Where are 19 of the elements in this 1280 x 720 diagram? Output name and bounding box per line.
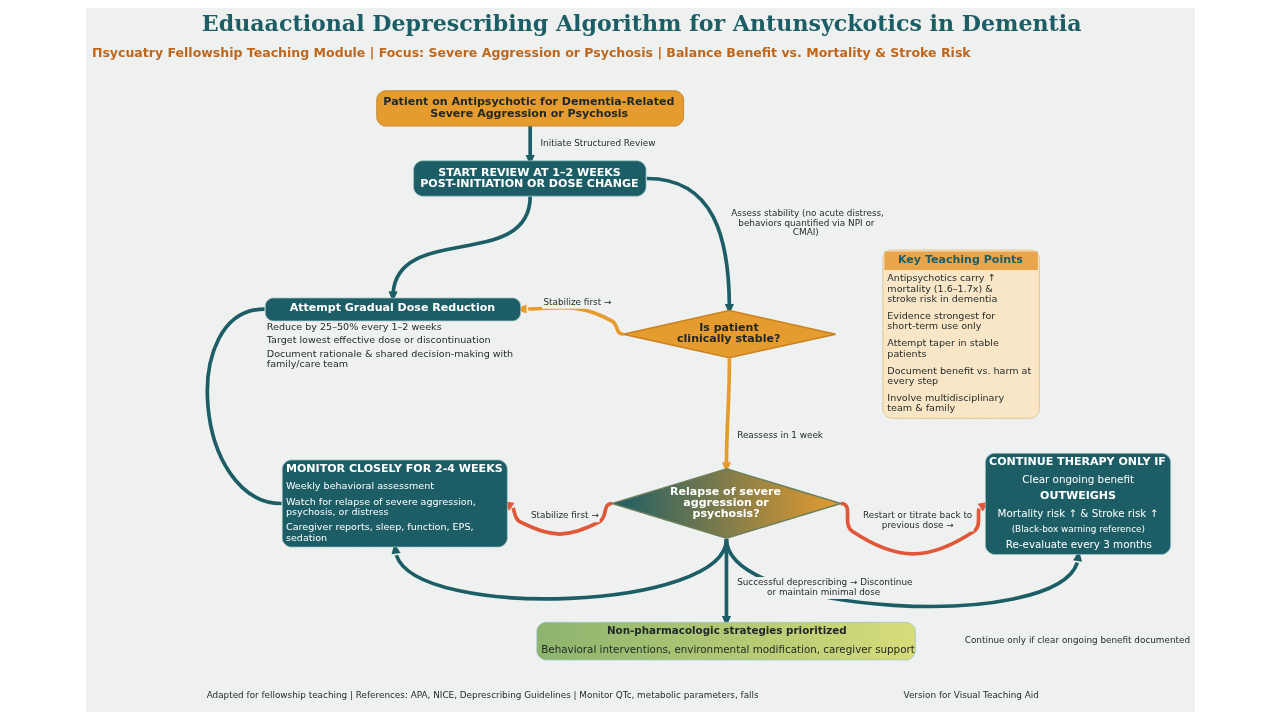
arrow [391, 538, 728, 601]
edge-label: Restart or titrate back to previous dose → [862, 509, 972, 530]
node-label: Document rationale & shared decision-making with family/care team [266, 347, 513, 369]
edge-label: Assess stability (no acute distress, behaviors quantified via NPI or CMAI) [730, 208, 884, 238]
label: Version for Visual Teaching Aid [903, 690, 1039, 701]
edge-label: Stabilize first → [530, 510, 599, 521]
node-label: Target lowest effective dose or discontinuation [266, 334, 491, 346]
edge-label: Successful deprescribing → Discontinue or maintain minimal dose [736, 577, 913, 598]
label: Continue only if clear ongoing benefit documented [964, 635, 1190, 646]
connector [205, 307, 282, 506]
diagram-title: Eduaactional Deprescribing Algorithm for Antunsyckotics in Dementia [201, 9, 1082, 36]
label: Adapted for fellowship teaching | References: APA, NICE, Deprescribing Guidelines | Monitor QTc, metabolic parameters, falls [206, 690, 759, 701]
node-diamond: Relapse of severe aggression or psychosis? [609, 468, 843, 539]
edge-label: Initiate Structured Review [540, 138, 655, 149]
edge-label: Reassess in 1 week [736, 430, 823, 441]
label: Пsycuatry Fellowship Teaching Module | Focus: Severe Aggression or Psychosis | Balance Benefit vs. Mortality & Stroke Risk [91, 44, 971, 60]
node-label: Reduce by 25–50% every 1–2 weeks [266, 321, 442, 333]
node-diamond: Is patient clinically stable? [621, 309, 836, 359]
edge-label: Stabilize first → [542, 296, 611, 307]
